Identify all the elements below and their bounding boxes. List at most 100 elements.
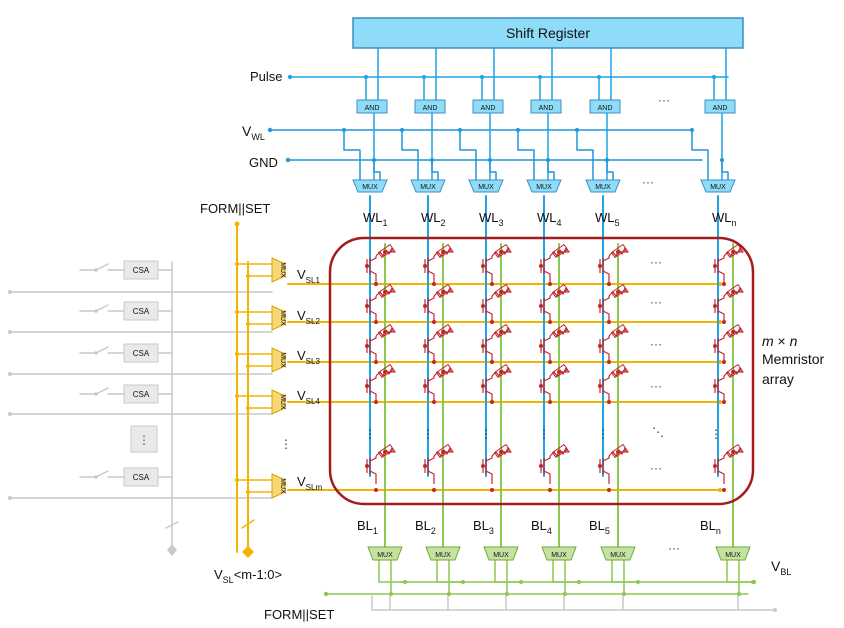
mux-to-vbl bbox=[611, 560, 638, 583]
gate-node bbox=[713, 304, 717, 308]
transistor-drain bbox=[602, 456, 610, 462]
source-line-label-2-main: V bbox=[297, 308, 306, 323]
vwl-to-mux bbox=[576, 130, 594, 180]
memristor-body bbox=[435, 363, 453, 379]
csa-ellipsis: ⋮ bbox=[138, 433, 150, 447]
csa-block bbox=[123, 384, 159, 404]
transistor-drain bbox=[369, 336, 377, 342]
memristor-body bbox=[493, 323, 511, 339]
gnd-label: GND bbox=[249, 155, 278, 170]
source-line-label-5-main: V bbox=[297, 474, 306, 489]
and-gate bbox=[414, 99, 446, 114]
array-lines bbox=[234, 47, 757, 597]
transistor-source bbox=[369, 470, 377, 484]
gate-node bbox=[423, 264, 427, 268]
bitline-node bbox=[557, 290, 561, 294]
memristor-body bbox=[377, 283, 395, 299]
gate-node bbox=[539, 344, 543, 348]
transistor-source bbox=[369, 270, 377, 284]
gray-feed-node bbox=[8, 412, 12, 416]
source-line-label-3: VSL3 bbox=[297, 348, 320, 366]
memristor-cell bbox=[713, 283, 744, 324]
bit-line-mux bbox=[541, 546, 577, 561]
sourceline-node bbox=[374, 488, 378, 492]
gray-feed-node bbox=[8, 290, 12, 294]
source-line-mux bbox=[271, 473, 286, 499]
and-gate-label: AND bbox=[713, 105, 728, 112]
transistor-drain bbox=[485, 256, 493, 262]
form-tap-node bbox=[235, 262, 239, 266]
bitline-node bbox=[441, 290, 445, 294]
gate-node bbox=[365, 344, 369, 348]
and-gate-label: AND bbox=[423, 105, 438, 112]
bitline-node bbox=[616, 370, 620, 374]
transistor-drain bbox=[427, 256, 435, 262]
memristor-body bbox=[551, 243, 569, 259]
source-line-mux bbox=[271, 389, 286, 415]
bit-line-label-2: BL2 bbox=[415, 518, 436, 536]
sourceline-node bbox=[722, 400, 726, 404]
vbl-rail-node bbox=[751, 579, 757, 585]
sourceline-node bbox=[432, 400, 436, 404]
bit-line-mux bbox=[367, 546, 403, 561]
bitline-node bbox=[731, 290, 735, 294]
source-line-label-1-sub: SL1 bbox=[306, 276, 321, 285]
memristor-body bbox=[377, 363, 395, 379]
sourceline-node bbox=[432, 360, 436, 364]
word-line-mux bbox=[526, 179, 562, 193]
transistor-drain bbox=[427, 296, 435, 302]
sourceline-node bbox=[432, 488, 436, 492]
bitline-node bbox=[441, 450, 445, 454]
memristor-cell bbox=[365, 443, 396, 492]
vsl-bus-label: VSL<m-1:0> bbox=[214, 567, 282, 585]
sourceline-node bbox=[432, 320, 436, 324]
memristor-body bbox=[725, 243, 743, 259]
transistor-drain bbox=[602, 376, 610, 382]
sourceline-node bbox=[490, 320, 494, 324]
bitline-node bbox=[499, 250, 503, 254]
memristor-body bbox=[610, 443, 628, 459]
csa-block bbox=[123, 260, 159, 280]
memristor-body bbox=[551, 323, 569, 339]
transistor-drain bbox=[602, 296, 610, 302]
vsl-tap-node bbox=[246, 322, 250, 326]
bitline-node bbox=[557, 450, 561, 454]
word-line-label-3-main: WL bbox=[479, 210, 499, 225]
vsl-tap-node bbox=[246, 274, 250, 278]
memristor-cell bbox=[713, 443, 744, 492]
sourceline-node bbox=[548, 360, 552, 364]
transistor-drain bbox=[602, 256, 610, 262]
pulse-tap-node bbox=[480, 75, 484, 79]
transistor-drain bbox=[717, 256, 725, 262]
transistor-drain bbox=[717, 456, 725, 462]
memristor-cell bbox=[481, 323, 512, 364]
word-line-mux-label: MUX bbox=[710, 184, 726, 191]
memristor-cell bbox=[539, 363, 570, 404]
memristor-cell bbox=[481, 363, 512, 404]
gate-node bbox=[598, 344, 602, 348]
bit-line-mux-label: MUX bbox=[725, 552, 741, 559]
sourceline-node bbox=[722, 320, 726, 324]
transistor-drain bbox=[369, 456, 377, 462]
sourceline-node bbox=[607, 488, 611, 492]
and-gate-label: AND bbox=[539, 105, 554, 112]
sourceline-node bbox=[607, 320, 611, 324]
transistor-drain bbox=[717, 336, 725, 342]
bit-line-label-1-main: BL bbox=[357, 518, 373, 533]
bit-line-label-5-main: BL bbox=[589, 518, 605, 533]
bit-line-label-1: BL1 bbox=[357, 518, 378, 536]
source-line-label-3-sub: SL3 bbox=[306, 357, 321, 366]
source-line-mux-label: MUX bbox=[279, 262, 286, 278]
gate-node bbox=[423, 304, 427, 308]
cell-row-ellipsis: ··· bbox=[650, 255, 662, 269]
bitline-node bbox=[499, 370, 503, 374]
and-gate-label: AND bbox=[598, 105, 613, 112]
pulse-tap-node bbox=[422, 75, 426, 79]
source-line-label-4-main: V bbox=[297, 388, 306, 403]
word-line-label-2-main: WL bbox=[421, 210, 441, 225]
bitline-node bbox=[616, 290, 620, 294]
vwl-to-mux bbox=[343, 130, 361, 180]
bit-line-mux bbox=[715, 546, 751, 561]
bit-line-mux-label: MUX bbox=[377, 552, 393, 559]
word-line-label-6-main: WL bbox=[712, 210, 732, 225]
